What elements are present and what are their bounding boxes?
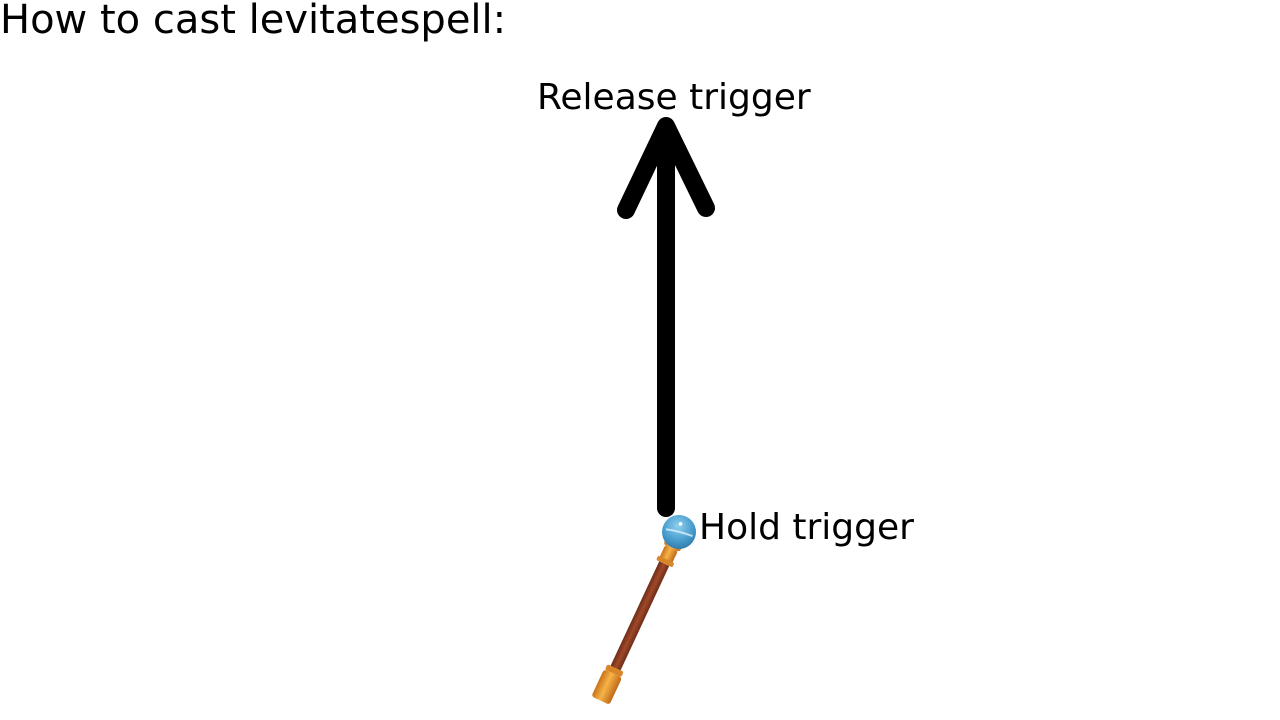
instruction-title: How to cast levitatespell: <box>0 0 507 43</box>
wand-orb-sparkle <box>678 522 683 526</box>
gesture-arrow-head <box>617 117 715 219</box>
up-arrow-icon <box>617 117 715 517</box>
wand-pommel <box>592 670 622 704</box>
magic-wand-icon <box>592 515 696 704</box>
hold-trigger-label: Hold trigger <box>699 507 914 548</box>
wand-orb-highlight <box>665 528 693 538</box>
wand-ring-lower <box>605 664 624 677</box>
wand-shaft <box>609 561 670 673</box>
release-trigger-label: Release trigger <box>537 77 811 118</box>
wand-ring-upper <box>656 556 674 567</box>
